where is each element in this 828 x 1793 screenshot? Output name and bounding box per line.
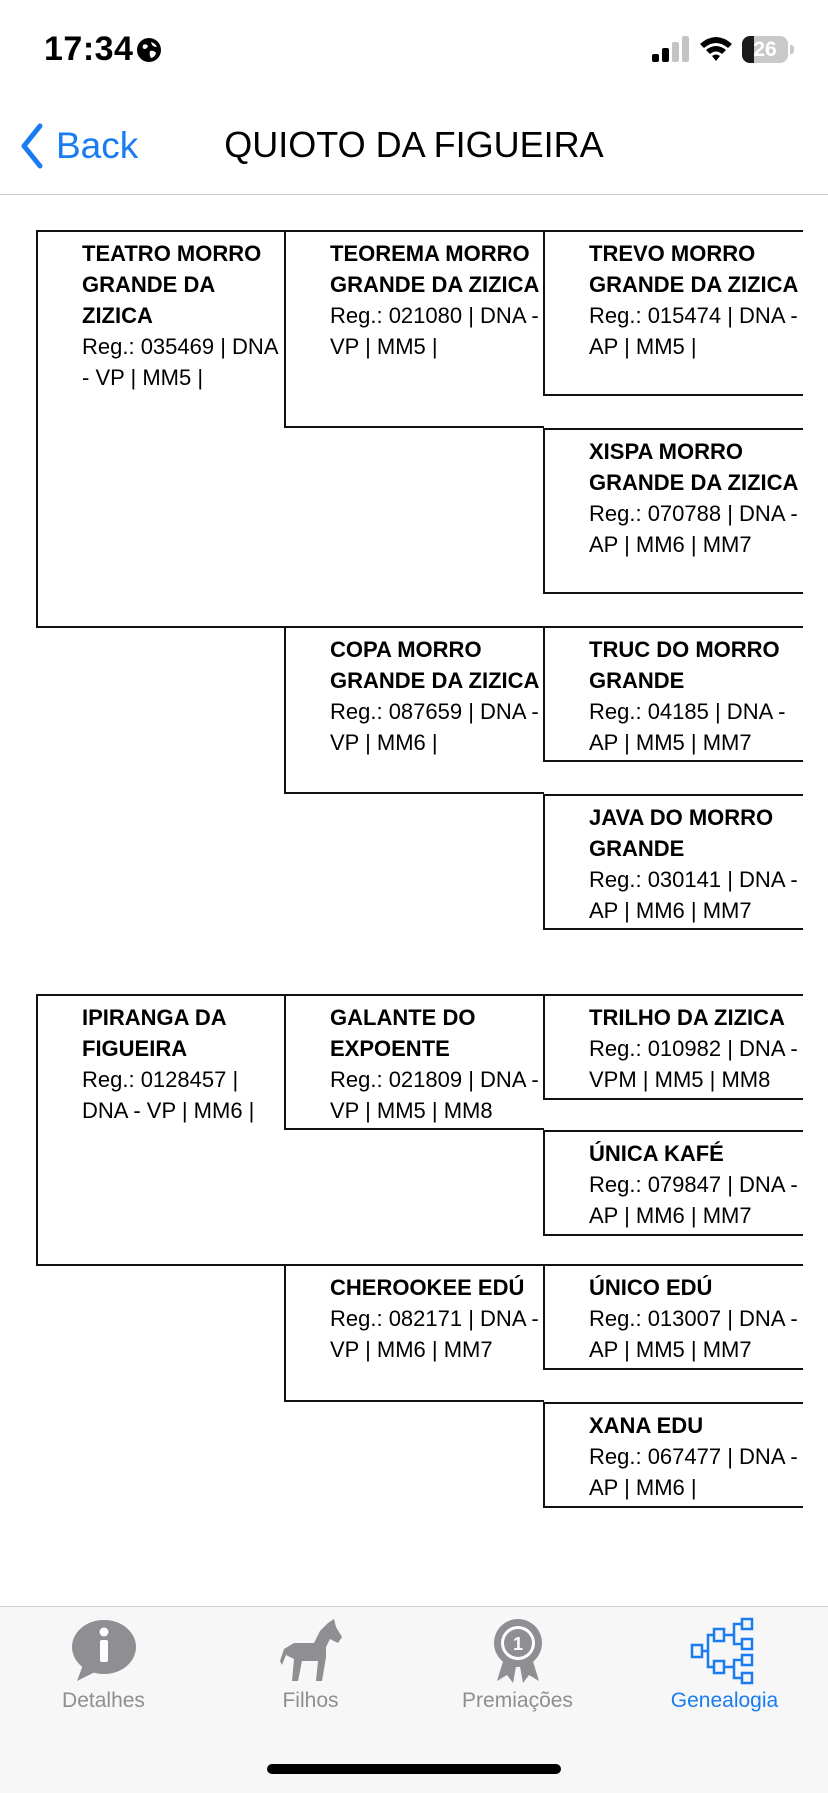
home-indicator <box>267 1764 561 1774</box>
pedigree-node-sire-sire-sire[interactable]: TREVO MORRO GRANDE DA ZIZICA Reg.: 015474… <box>543 230 803 396</box>
pedigree-node-sire-sire[interactable]: TEOREMA MORRO GRANDE DA ZIZICA Reg.: 0210… <box>284 230 544 428</box>
pedigree-node-sire[interactable]: TEATRO MORRO GRANDE DA ZIZICA Reg.: 03546… <box>36 230 286 628</box>
animal-name: XANA EDU <box>589 1413 704 1438</box>
animal-name: COPA MORRO GRANDE DA ZIZICA <box>330 637 540 693</box>
animal-name: ÚNICO EDÚ <box>589 1275 713 1300</box>
animal-name: CHEROOKEE EDÚ <box>330 1275 525 1300</box>
cellular-signal-icon <box>652 36 689 62</box>
animal-registration: Reg.: 04185 | DNA - AP | MM5 | MM7 <box>589 699 786 755</box>
animal-registration: Reg.: 067477 | DNA - AP | MM6 | <box>589 1444 798 1500</box>
tab-detalhes[interactable]: Detalhes <box>0 1617 207 1717</box>
page-title: QUIOTO DA FIGUEIRA <box>224 124 604 165</box>
wifi-icon <box>700 37 732 61</box>
back-label: Back <box>56 125 139 166</box>
animal-registration: Reg.: 087659 | DNA - VP | MM6 | <box>330 699 539 755</box>
tab-label: Filhos <box>282 1689 339 1712</box>
pedigree-node-dam[interactable]: IPIRANGA DA FIGUEIRA Reg.: 0128457 | DNA … <box>36 994 286 1266</box>
family-tree-icon <box>690 1617 753 1685</box>
tab-premiacoes[interactable]: 1 Premiações <box>414 1617 621 1717</box>
animal-registration: Reg.: 079847 | DNA - AP | MM6 | MM7 <box>589 1172 798 1228</box>
animal-registration: Reg.: 015474 | DNA - AP | MM5 | <box>589 303 798 359</box>
animal-registration: Reg.: 021080 | DNA - VP | MM5 | <box>330 303 539 359</box>
animal-registration: Reg.: 035469 | DNA - VP | MM5 | <box>82 334 278 390</box>
globe-icon <box>137 38 161 62</box>
animal-name: GALANTE DO EXPOENTE <box>330 1005 476 1061</box>
animal-name: TRILHO DA ZIZICA <box>589 1005 785 1030</box>
pedigree-tree: TEATRO MORRO GRANDE DA ZIZICA Reg.: 03546… <box>0 194 828 1606</box>
battery-fill <box>742 36 754 63</box>
tab-label: Genealogia <box>670 1689 779 1712</box>
chevron-left-icon <box>21 123 43 169</box>
animal-name: TEOREMA MORRO GRANDE DA ZIZICA <box>330 241 540 297</box>
info-bubble-icon <box>71 1620 136 1681</box>
animal-name: XISPA MORRO GRANDE DA ZIZICA <box>589 439 799 495</box>
animal-name: IPIRANGA DA FIGUEIRA <box>82 1005 226 1061</box>
animal-registration: Reg.: 013007 | DNA - AP | MM5 | MM7 <box>589 1306 798 1362</box>
pedigree-node-dam-dam-dam[interactable]: XANA EDU Reg.: 067477 | DNA - AP | MM6 | <box>543 1402 803 1508</box>
battery-level-text: 26 <box>753 38 777 61</box>
animal-registration: Reg.: 030141 | DNA - AP | MM6 | MM7 <box>589 867 798 923</box>
award-medal-icon: 1 <box>493 1619 542 1683</box>
pedigree-node-dam-dam[interactable]: CHEROOKEE EDÚ Reg.: 082171 | DNA - VP | M… <box>284 1264 544 1402</box>
tab-label: Detalhes <box>62 1689 145 1712</box>
pedigree-node-dam-sire-sire[interactable]: TRILHO DA ZIZICA Reg.: 010982 | DNA - VPM… <box>543 994 803 1100</box>
pedigree-node-sire-dam-dam[interactable]: JAVA DO MORRO GRANDE Reg.: 030141 | DNA -… <box>543 794 803 930</box>
status-time: 17:34 <box>44 30 134 68</box>
navigation-bar: Back QUIOTO DA FIGUEIRA <box>0 100 828 195</box>
animal-registration: Reg.: 070788 | DNA - AP | MM6 | MM7 <box>589 501 798 557</box>
pedigree-node-sire-dam[interactable]: COPA MORRO GRANDE DA ZIZICA Reg.: 087659 … <box>284 626 544 794</box>
tab-label: Premiações <box>462 1689 573 1712</box>
battery-indicator: 26 <box>742 36 794 63</box>
animal-name: TREVO MORRO GRANDE DA ZIZICA <box>589 241 799 297</box>
svg-text:1: 1 <box>512 1634 522 1654</box>
horse-icon <box>279 1619 342 1681</box>
pedigree-node-dam-dam-sire[interactable]: ÚNICO EDÚ Reg.: 013007 | DNA - AP | MM5 |… <box>543 1264 803 1370</box>
status-bar: 17:34 26 <box>0 0 828 100</box>
animal-name: TEATRO MORRO GRANDE DA ZIZICA <box>82 241 262 328</box>
pedigree-node-sire-sire-dam[interactable]: XISPA MORRO GRANDE DA ZIZICA Reg.: 070788… <box>543 428 803 594</box>
pedigree-node-sire-dam-sire[interactable]: TRUC DO MORRO GRANDE Reg.: 04185 | DNA - … <box>543 626 803 762</box>
tab-filhos[interactable]: Filhos <box>207 1617 414 1717</box>
tab-bar: Detalhes Filhos 1 Premiações <box>0 1606 828 1793</box>
animal-registration: Reg.: 0128457 | DNA - VP | MM6 | <box>82 1067 255 1123</box>
animal-registration: Reg.: 010982 | DNA - VPM | MM5 | MM8 <box>589 1036 798 1092</box>
pedigree-node-dam-sire-dam[interactable]: ÚNICA KAFÉ Reg.: 079847 | DNA - AP | MM6 … <box>543 1130 803 1236</box>
animal-name: ÚNICA KAFÉ <box>589 1141 724 1166</box>
animal-name: JAVA DO MORRO GRANDE <box>589 805 774 861</box>
back-button[interactable]: Back <box>18 120 138 172</box>
animal-name: TRUC DO MORRO GRANDE <box>589 637 780 693</box>
animal-registration: Reg.: 021809 | DNA - VP | MM5 | MM8 <box>330 1067 539 1123</box>
pedigree-node-dam-sire[interactable]: GALANTE DO EXPOENTE Reg.: 021809 | DNA - … <box>284 994 544 1130</box>
animal-registration: Reg.: 082171 | DNA - VP | MM6 | MM7 <box>330 1306 539 1362</box>
tab-genealogia[interactable]: Genealogia <box>621 1617 828 1717</box>
